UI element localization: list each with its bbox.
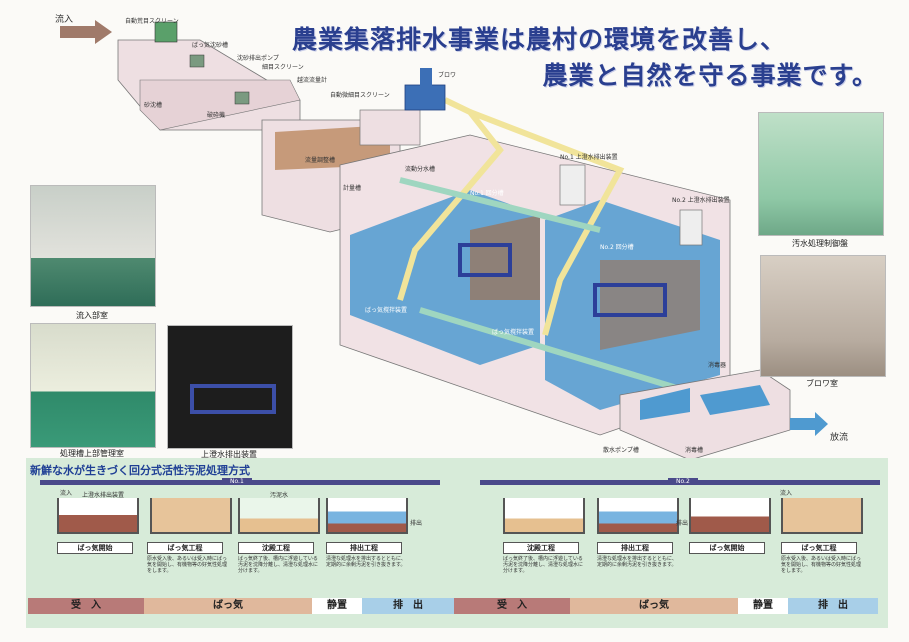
label-flow-meter: 越流流量計 [297,77,328,84]
label-grit-pump: 沈砂排出ポンプ [237,55,279,62]
photo-control-panel [758,112,884,236]
label-no2-tank: No.2 回分槽 [600,244,634,251]
process-title: 新鮮な水が生きづく回分式活性汚泥処理方式 [30,464,250,477]
label-aerator-2: ばっ気撹拌装置 [492,329,535,336]
air-pipe [397,97,504,301]
label-aerator-1: ばっ気撹拌装置 [365,307,408,314]
label-no1-decant: No.1 上澄水排出装置 [560,154,618,161]
title-line2: 農業と自然を守る事業です。 [542,61,878,90]
caption-blower-room: ブロワ室 [806,379,838,388]
no2-control-box [679,209,703,246]
label-drain-pump: 散水ポンプ槽 [603,447,639,454]
label-equalization-tank: 流量調整槽 [305,157,336,164]
no1-tank-step2 [150,498,232,534]
label-disinfector: 消毒器 [708,362,727,369]
no2-tank-step2 [597,498,679,534]
screen-unit [154,21,178,43]
no1-step2-desc: 原水受入後、あるいは受入時にばっ気を開始し、有機物等の好気性処理をします。 [147,556,228,574]
no2-tank-step1 [503,498,585,534]
no1-tank-step3 [238,498,320,534]
no2-tank-step4 [781,498,863,534]
mini-label-outflow-1: 排出 [410,520,423,527]
no1-tank-step1 [57,498,139,534]
no1-step3-desc: ばっ気終了後、槽内に浮遊している汚泥を沈降分離し、清澄な処理水に分けます。 [238,556,319,574]
timeline: 受 入 ばっ気 静置 排 出 受 入 ばっ気 静置 排 出 [28,598,878,614]
title-line1: 農業集落排水事業は農村の環境を改善し、 [292,25,787,54]
photo-inflow-room [30,185,156,307]
no1-step4-desc: 清澄な処理水を排出するとともに、定期的に余剰汚泥を引き抜きます。 [326,556,406,568]
label-auto-fine-screen: 自動微細目スクリーン [330,92,390,99]
no2-step4-desc: 原水受入後、あるいは受入時にばっ気を開始し、有機物等の好気性処理をします。 [781,556,862,574]
caption-control-panel: 汚水処理制御盤 [792,239,848,248]
label-fine-screen: 細目スクリーン [262,64,304,71]
mini-label-outflow-2: 排出 [676,520,689,527]
mini-label-sludge: 汚泥水 [270,492,289,499]
no1-step4-label: 排出工程 [326,542,402,554]
label-distributor: 流動分水槽 [405,166,436,173]
timeline-segment-discharge: 排 出 [362,598,454,614]
no2-label: No.2 [668,478,698,485]
page-title: 農業集落排水事業は農村の環境を改善し、 農業と自然を守る事業です。 [292,22,892,94]
caption-inflow-room: 流入部室 [76,311,108,320]
photo-tank-mgmt-room [30,323,156,448]
label-blower: ブロワ [438,72,457,79]
timeline-segment-settle: 静置 [312,598,362,614]
treatment-plant-diagram [60,20,828,460]
no2-step2-label: 排出工程 [597,542,673,554]
label-crusher: 破砕機 [207,112,226,119]
no1-label: No.1 [222,478,252,485]
timeline-segment-receive: 受 入 [28,598,144,614]
timeline-segment-aeration-2: ばっ気 [570,598,738,614]
label-disinfection-tank: 消毒槽 [685,447,704,454]
timeline-segment-discharge-2: 排 出 [788,598,878,614]
discharge-arrow [790,412,828,436]
mini-label-inflow-1: 流入 [60,490,73,497]
blower-unit [404,84,446,111]
no2-step4-label: ばっ気工程 [781,542,857,554]
no2-step1-label: 沈殿工程 [503,542,579,554]
label-auto-coarse-screen: 自動荒目スクリーン [125,18,179,25]
label-aeration-grit-tank: ばっ気沈砂槽 [192,42,229,49]
mini-label-inflow-2: 流入 [780,490,793,497]
caption-tank-mgmt-room: 処理槽上部管理室 [60,449,124,458]
no2-decanter-mechanism [593,283,667,317]
caption-decant-device: 上澄水排出装置 [201,450,257,459]
label-inflow: 流入 [55,15,74,25]
no1-decanter-mechanism [458,243,512,277]
photo-blower-room [760,255,886,377]
no2-step2-desc: 清澄な処理水を排出するとともに、定期的に余剰汚泥を引き抜きます。 [597,556,677,568]
label-grit-tank: 砂沈槽 [144,102,163,109]
no2-tank-step3 [689,498,771,534]
timeline-segment-aeration: ばっ気 [144,598,312,614]
no1-step2-label: ばっ気工程 [147,542,223,554]
mini-label-decant-1: 上澄水排出装置 [82,492,125,499]
photo-decant-device [167,325,293,449]
no2-step1-desc: ばっ気終了後、槽内に浮遊している汚泥を沈降分離し、清澄な処理水に分けます。 [503,556,584,574]
no1-tank-step4 [326,498,408,534]
timeline-segment-receive-2: 受 入 [454,598,570,614]
no1-step3-label: 沈殿工程 [238,542,314,554]
no1-control-box [559,164,586,206]
label-measuring-tank: 計量槽 [343,185,362,192]
label-no2-decant: No.2 上澄水排出装置 [672,197,730,204]
inflow-arrow [60,20,112,44]
timeline-segment-settle-2: 静置 [738,598,788,614]
label-discharge: 放流 [830,433,849,443]
no1-step1-label: ばっ気開始 [57,542,133,554]
no2-step3-label: ばっ気開始 [689,542,765,554]
label-no1-tank: No.1 回分槽 [470,190,504,197]
